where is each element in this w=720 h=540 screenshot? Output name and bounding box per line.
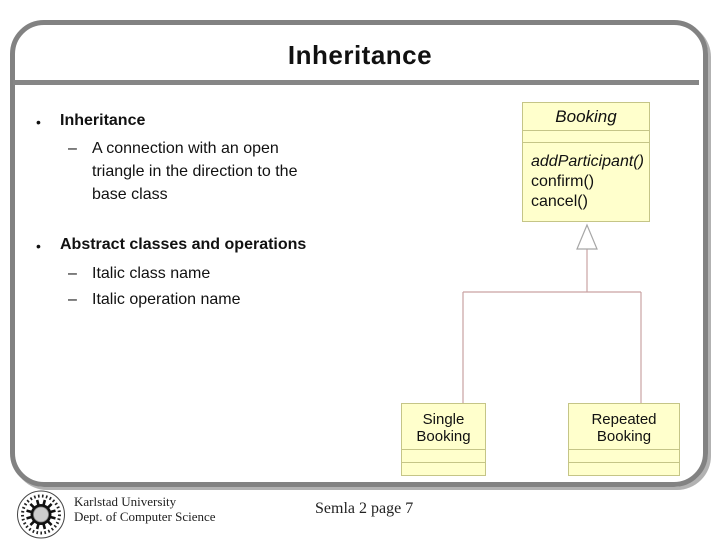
footer-affiliation: Karlstad University Dept. of Computer Sc… <box>74 494 216 524</box>
bullet-marker: • <box>36 238 41 254</box>
sub-bullet-text: Italic class name <box>92 265 211 282</box>
operations-compartment: addParticipant() confirm() cancel() <box>523 142 649 212</box>
attributes-compartment <box>402 449 485 462</box>
sub-bullet-text: A connection with an open triangle in th… <box>92 140 298 203</box>
dash-marker: – <box>68 291 77 308</box>
class-box-repeated-booking: Repeated Booking <box>568 403 680 476</box>
operations-compartment <box>402 462 485 476</box>
class-name: Booking <box>555 107 617 126</box>
bullet-abstract-label: Abstract classes and operations <box>60 236 307 253</box>
slide-frame <box>10 20 708 487</box>
department-name: Dept. of Computer Science <box>74 509 216 524</box>
sub-bullet-open-triangle: – A connection with an open triangle in … <box>68 137 310 206</box>
class-name: Repeated Booking <box>591 411 657 445</box>
sub-bullet-italic-class: – Italic class name <box>68 262 310 285</box>
university-name: Karlstad University <box>74 494 177 509</box>
university-seal-logo <box>17 490 65 539</box>
attributes-compartment <box>569 449 679 462</box>
sub-bullet-text: Italic operation name <box>92 291 241 308</box>
bullet-marker: • <box>36 114 41 130</box>
title-divider <box>13 80 699 85</box>
page-title: Inheritance <box>287 40 433 70</box>
inheritance-triangle-icon <box>576 223 598 250</box>
page-number-label: Semla 2 page 7 <box>315 500 414 517</box>
dash-marker: – <box>68 265 77 282</box>
operation: confirm() <box>531 173 595 190</box>
operation: cancel() <box>531 193 588 210</box>
operations-compartment <box>569 462 679 476</box>
bullet-inheritance-label: Inheritance <box>60 112 146 129</box>
operation: addParticipant() <box>531 153 644 170</box>
sub-bullet-italic-operation: – Italic operation name <box>68 288 310 311</box>
class-name: Single Booking <box>416 411 471 445</box>
class-box-single-booking: Single Booking <box>401 403 486 476</box>
attributes-compartment <box>523 130 649 142</box>
class-box-booking: Booking addParticipant() confirm() cance… <box>522 102 650 222</box>
dash-marker: – <box>68 140 77 157</box>
